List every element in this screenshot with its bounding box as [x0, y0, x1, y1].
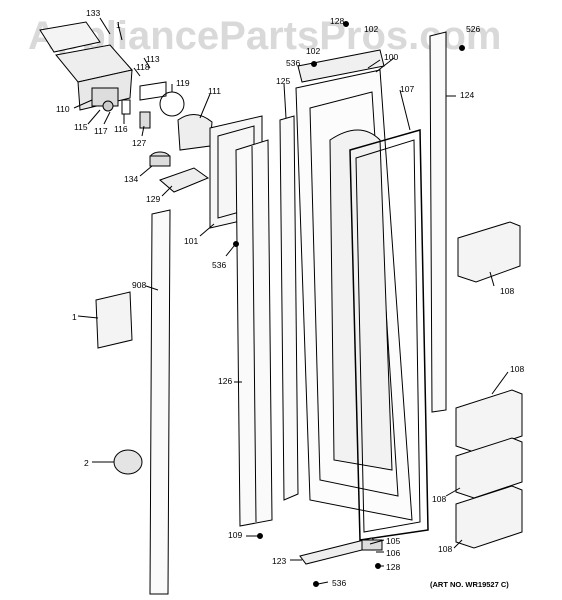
callout-113: 113: [146, 54, 160, 64]
callout-105: 105: [386, 536, 401, 546]
callout-110: 110: [56, 104, 70, 114]
callout-102-left: 102: [306, 46, 321, 56]
callout-109: 109: [228, 530, 243, 540]
callout-908: 908: [132, 280, 147, 290]
callout-111: 111: [208, 86, 221, 96]
callout-128-bottom: 128: [386, 562, 401, 572]
callout-134: 134: [124, 174, 139, 184]
callout-127: 127: [132, 138, 147, 148]
callout-129: 129: [146, 194, 161, 204]
dispenser-module-drawing: [40, 22, 212, 150]
callout-536: 536: [212, 260, 227, 270]
art-number: (ART NO. WR19527 C): [430, 580, 509, 589]
callout-125: 125: [276, 76, 291, 86]
callout-536-top: 536: [286, 58, 301, 68]
callout-124: 124: [460, 90, 475, 100]
callout-128-top: 128: [330, 16, 345, 26]
callout-107: 107: [400, 84, 415, 94]
callout-526: 526: [466, 24, 481, 34]
callout-119: 119: [176, 78, 190, 88]
callout-123: 123: [272, 556, 287, 566]
callout-108-bottom: 108: [438, 544, 453, 554]
callout-133: 133: [86, 8, 101, 18]
callout-536-bottom: 536: [332, 578, 347, 588]
callout-117: 117: [94, 126, 108, 136]
callout-100: 100: [384, 52, 399, 62]
callout-116: 116: [114, 124, 128, 134]
callout-108-second: 108: [510, 364, 525, 374]
callout-115: 115: [74, 122, 88, 132]
callout-101: 101: [184, 236, 199, 246]
callout-1: 1: [116, 20, 121, 30]
callout-106: 106: [386, 548, 401, 558]
callout-102-right: 102: [364, 24, 379, 34]
callout-108-third: 108: [432, 494, 447, 504]
door-bin-drawings: [456, 222, 522, 548]
callout-108-top: 108: [500, 286, 515, 296]
callout-1-manual: 1: [72, 312, 77, 322]
callout-2: 2: [84, 458, 89, 468]
callout-118: 118: [136, 62, 150, 72]
callout-126: 126: [218, 376, 233, 386]
